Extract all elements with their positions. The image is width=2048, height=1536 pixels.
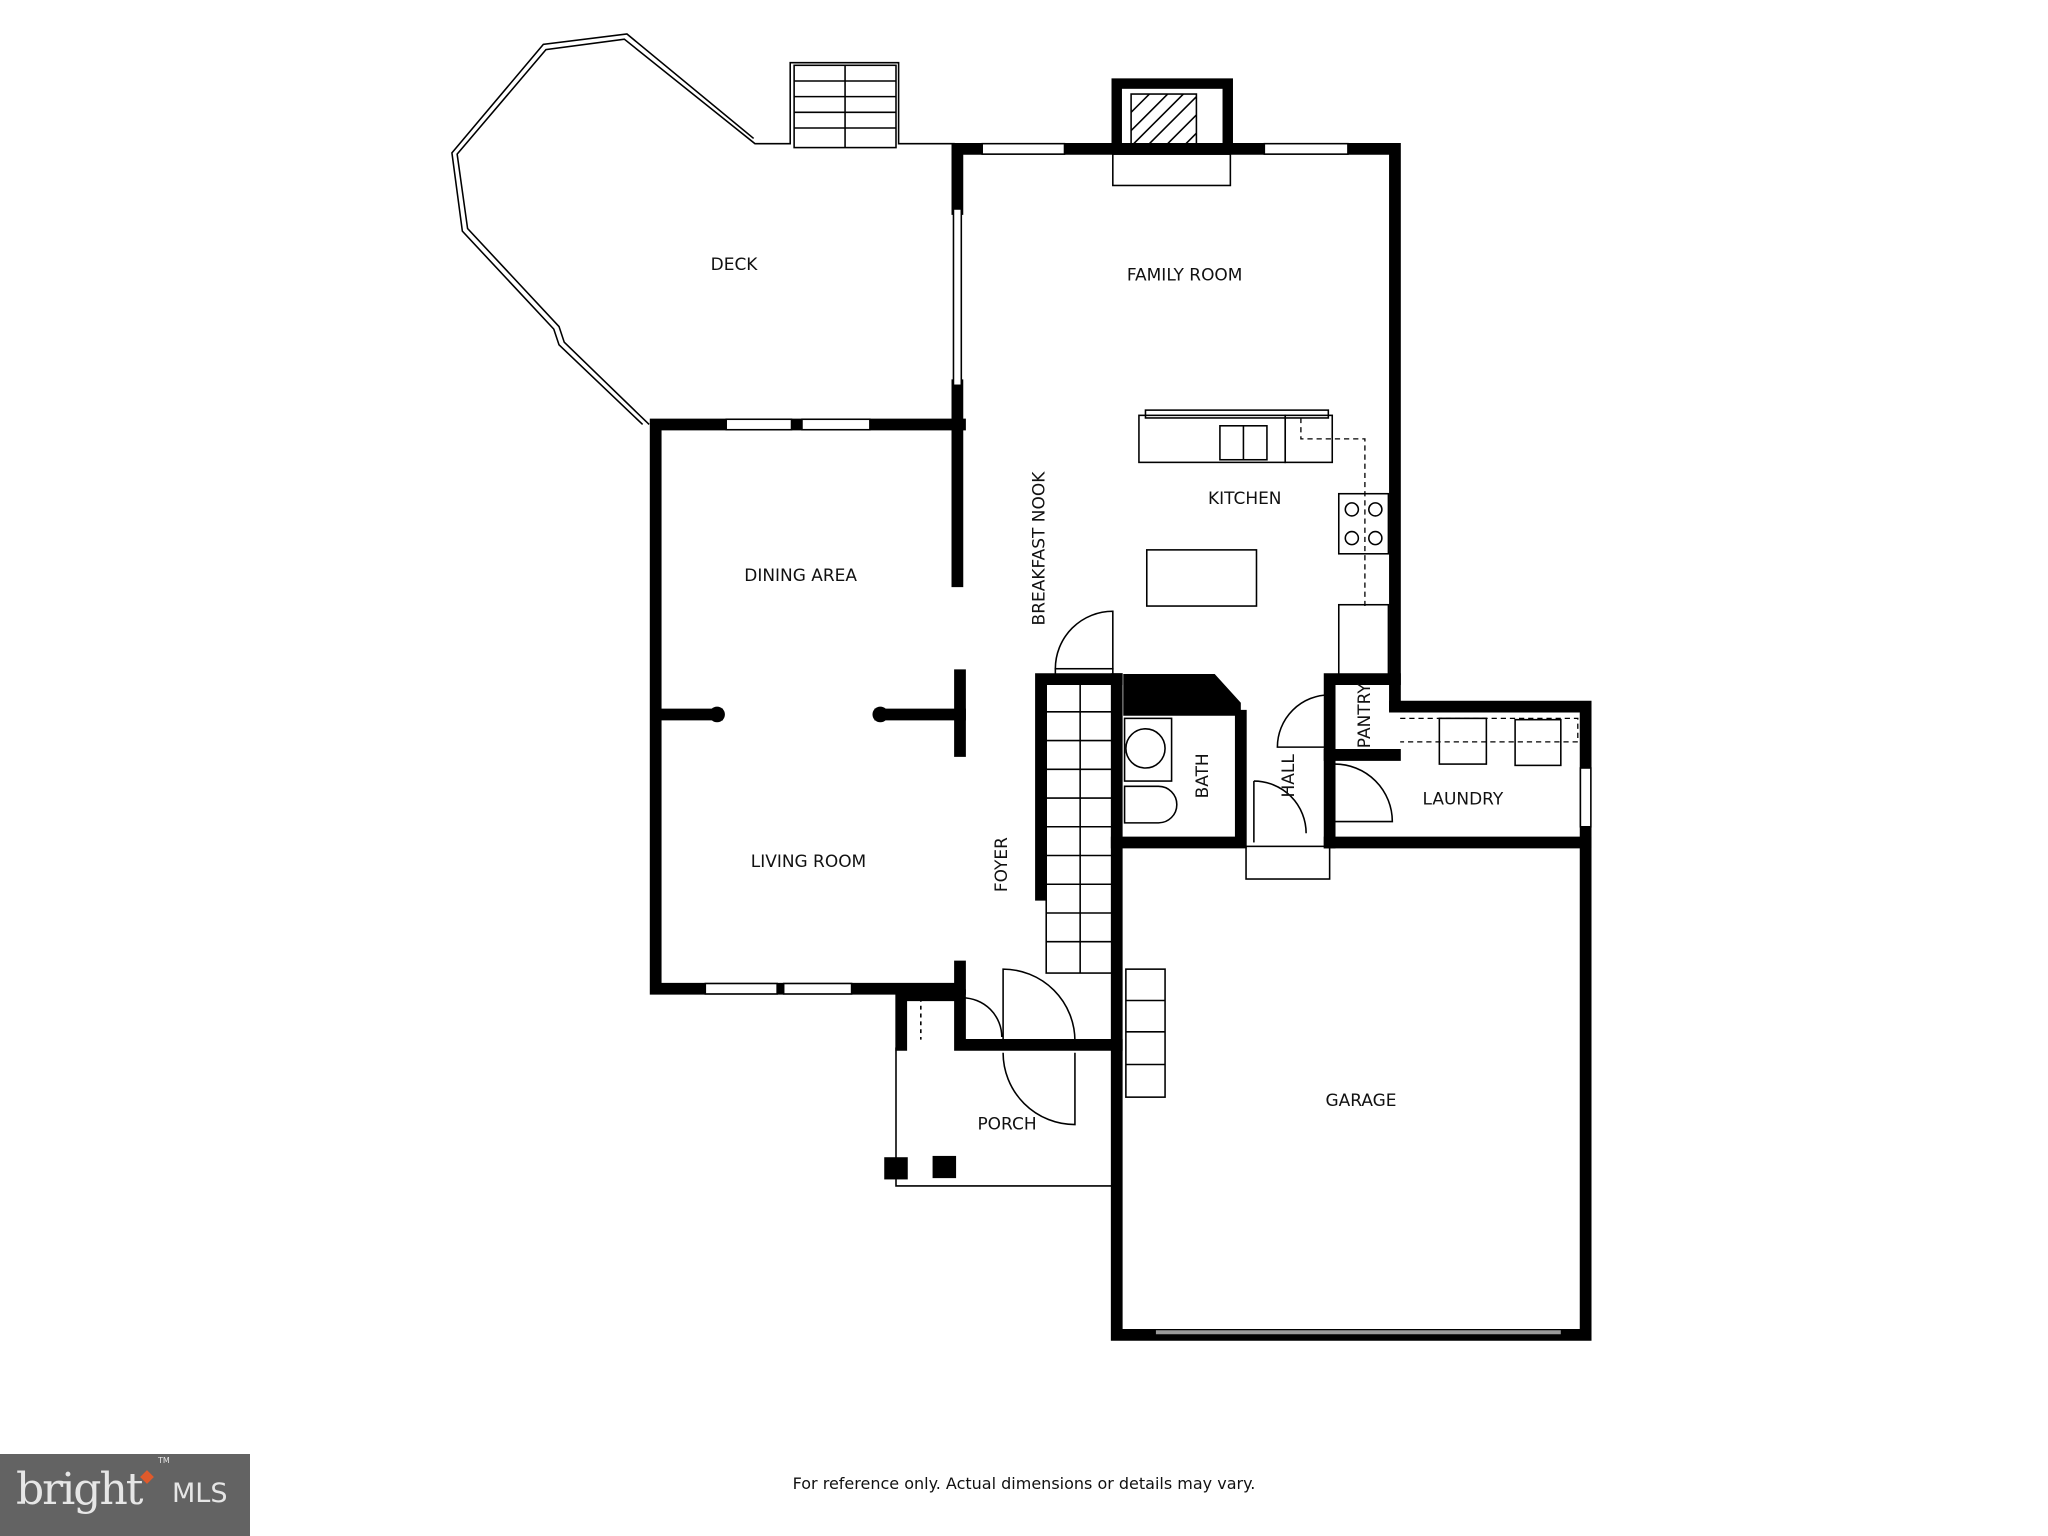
bath-fixtures <box>1123 717 1178 824</box>
deck-outline <box>451 33 955 426</box>
logo-suffix: MLS <box>172 1478 228 1509</box>
laundry-appliances <box>1400 717 1579 767</box>
logo-trademark: TM <box>158 1456 170 1465</box>
logo-brand: bright <box>16 1464 143 1515</box>
label-dining-area: DINING AREA <box>744 566 857 586</box>
doors <box>962 610 1394 1126</box>
kitchen-fixtures <box>1138 409 1390 678</box>
label-bath: BATH <box>1193 753 1213 798</box>
foyer-stairs <box>1045 678 1166 1098</box>
label-breakfast-nook: BREAKFAST NOOK <box>1030 471 1050 626</box>
label-deck: DECK <box>711 255 759 275</box>
logo-star-icon <box>140 1470 154 1484</box>
label-porch: PORCH <box>977 1115 1036 1135</box>
deck-stairs <box>793 64 897 149</box>
label-living-room: LIVING ROOM <box>751 852 866 872</box>
windows <box>704 142 1592 995</box>
walls <box>649 143 1592 1341</box>
partition-post <box>872 706 889 723</box>
label-hall: HALL <box>1279 754 1299 798</box>
bright-mls-logo: bright TM MLS <box>0 1454 250 1536</box>
partition-post <box>709 706 725 723</box>
label-kitchen: KITCHEN <box>1208 489 1282 509</box>
label-garage: GARAGE <box>1325 1091 1396 1111</box>
label-laundry: LAUNDRY <box>1423 789 1504 809</box>
label-pantry: PANTRY <box>1355 683 1375 749</box>
fireplace <box>1111 78 1233 187</box>
label-family-room: FAMILY ROOM <box>1127 266 1243 286</box>
porch <box>884 997 1115 1187</box>
disclaimer: For reference only. Actual dimensions or… <box>792 1474 1256 1493</box>
label-foyer: FOYER <box>992 837 1012 892</box>
